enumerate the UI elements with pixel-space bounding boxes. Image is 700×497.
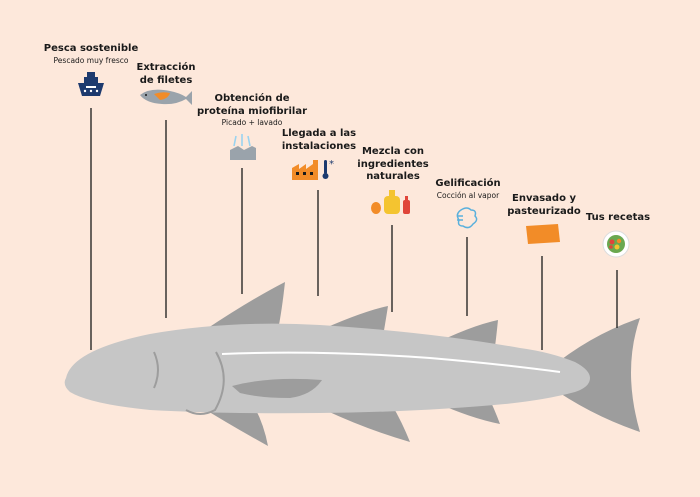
water-wash-icon <box>230 134 256 160</box>
fish-fillet-icon <box>140 89 192 105</box>
svg-text:*: * <box>329 159 334 170</box>
fish-gill <box>185 351 225 415</box>
step-title: Envasado y pasteurizado <box>507 193 581 217</box>
step-subtitle: Cocción al vapor <box>436 190 500 200</box>
steam-icon <box>456 207 478 229</box>
step-title: Tus recetas <box>585 212 651 223</box>
package-icon <box>526 224 560 244</box>
step-subtitle: Picado + lavado <box>221 118 283 127</box>
step-label-recetas: Tus recetas <box>580 212 656 225</box>
step-subtitle: Pescado muy fresco <box>53 55 129 65</box>
step-label-obtencion: Obtención de proteína miofibrilar Picado… <box>190 93 314 128</box>
salad-bowl-icon <box>602 230 630 258</box>
step-title: Obtención de proteína miofibrilar <box>196 93 308 117</box>
fish-tail <box>548 318 640 432</box>
step-title: Llegada a las instalaciones <box>281 128 357 152</box>
ship-icon <box>78 72 104 96</box>
fish-lateral-line <box>221 351 561 373</box>
step-label-gelificacion: Gelificación Cocción al vapor <box>426 178 510 201</box>
ingredients-icon <box>371 190 410 214</box>
fish-dorsal-fin-1 <box>205 282 285 330</box>
step-title: Mezcla con ingredientes naturales <box>357 146 429 182</box>
fish-anal-fin-1 <box>325 405 410 442</box>
connector-lines <box>90 108 618 350</box>
step-title: Gelificación <box>435 178 501 189</box>
step-title: Pesca sostenible <box>43 43 139 54</box>
step-label-llegada: Llegada a las instalaciones <box>274 128 364 153</box>
fish-illustration <box>64 282 640 446</box>
step-label-envasado: Envasado y pasteurizado <box>502 193 586 218</box>
step-label-mezcla: Mezcla con ingredientes naturales <box>350 146 436 184</box>
step-label-pesca: Pesca sostenible Pescado muy fresco <box>41 43 141 66</box>
fish-eye <box>153 351 159 389</box>
fish-body <box>64 323 590 414</box>
step-title: Extracción de filetes <box>136 62 196 86</box>
fish-pelvic-fin <box>198 405 268 446</box>
fish-pectoral-fin <box>232 378 322 398</box>
factory-cold-icon: * <box>292 159 334 180</box>
step-label-extraccion: Extracción de filetes <box>121 62 211 87</box>
